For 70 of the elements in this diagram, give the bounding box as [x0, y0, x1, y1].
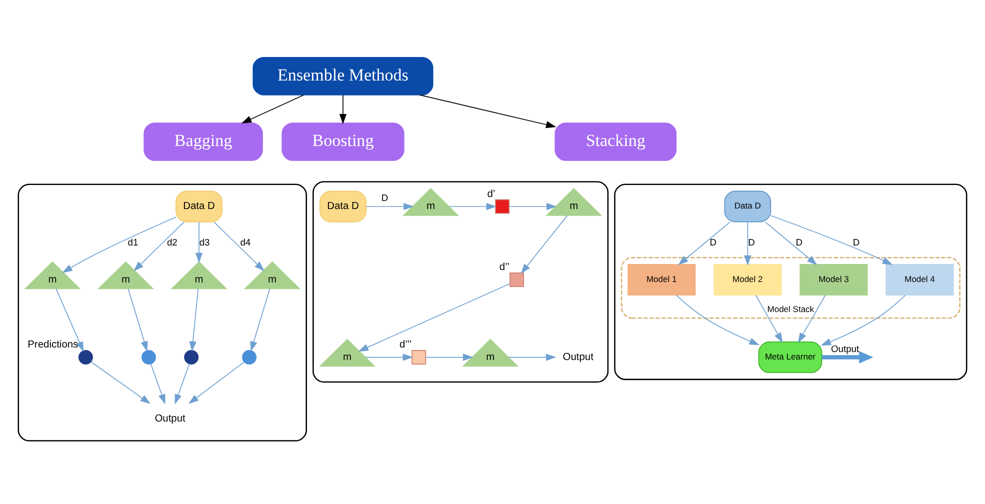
arrow [798, 294, 826, 342]
arrow [508, 202, 557, 210]
arrow [128, 288, 148, 352]
node-circle [184, 350, 199, 364]
edge-label: D [710, 237, 717, 248]
arrow [744, 221, 752, 266]
node-box: Data D [724, 190, 772, 222]
arrow [241, 94, 304, 123]
edge-label: D [796, 237, 803, 248]
arrow [358, 282, 510, 352]
edge-label: d1 [128, 237, 138, 248]
node-box [412, 350, 426, 364]
arrow [188, 361, 244, 404]
arrow [448, 202, 497, 210]
arrow [134, 221, 184, 271]
node-label: d’’ [499, 262, 510, 273]
arrow [508, 353, 556, 360]
node-box: Meta Learner [758, 341, 822, 373]
node-box [510, 272, 524, 286]
edge-label: D [852, 237, 860, 248]
arrow [56, 288, 84, 352]
node-circle [142, 350, 156, 364]
arrow [366, 202, 414, 210]
cluster [614, 183, 968, 380]
node-box: Model 2 [714, 264, 782, 296]
arrow [214, 221, 264, 271]
node-circle [78, 350, 93, 364]
node-box: Bagging [144, 122, 263, 160]
arrow [90, 360, 151, 404]
arrow [765, 221, 818, 265]
node-label: d’’’ [400, 339, 412, 350]
node-box: Model 1 [628, 264, 696, 296]
node-label: Predictions [28, 339, 78, 350]
node-box: Model 4 [886, 264, 954, 296]
node-box: Boosting [282, 122, 404, 160]
arrow [195, 221, 203, 263]
node-text: Output [562, 351, 594, 362]
arrow [365, 353, 414, 360]
arrow [820, 294, 906, 346]
arrow [174, 362, 190, 404]
arrow [250, 288, 270, 352]
arrow [425, 353, 474, 360]
arrow [419, 94, 556, 128]
cluster [312, 180, 609, 382]
node-box: Data D [320, 190, 366, 222]
cluster [18, 183, 307, 441]
arrow [189, 288, 199, 352]
arrow [520, 214, 568, 274]
edge-label: d3 [199, 237, 210, 248]
node-box [495, 198, 510, 214]
edge-label: Output [830, 344, 860, 354]
edge-label: D [748, 237, 755, 248]
node-text: Output [154, 412, 186, 424]
node-circle [242, 350, 257, 364]
edge-label: d4 [240, 237, 251, 248]
arrow [822, 350, 874, 364]
node-label: d’ [487, 188, 496, 200]
arrow [676, 294, 760, 345]
edge-label: d2 [166, 237, 178, 248]
arrow [755, 294, 783, 342]
arrow [339, 94, 347, 124]
node-box: Ensemble Methods [252, 56, 434, 95]
node-box: Data D [176, 190, 222, 222]
arrow [770, 214, 893, 264]
node-box: Model 3 [800, 264, 868, 296]
arrow [62, 216, 176, 272]
arrow [150, 362, 166, 404]
arrow [678, 221, 730, 265]
edge-label: D [381, 192, 388, 203]
node-box: Stacking [554, 122, 677, 160]
